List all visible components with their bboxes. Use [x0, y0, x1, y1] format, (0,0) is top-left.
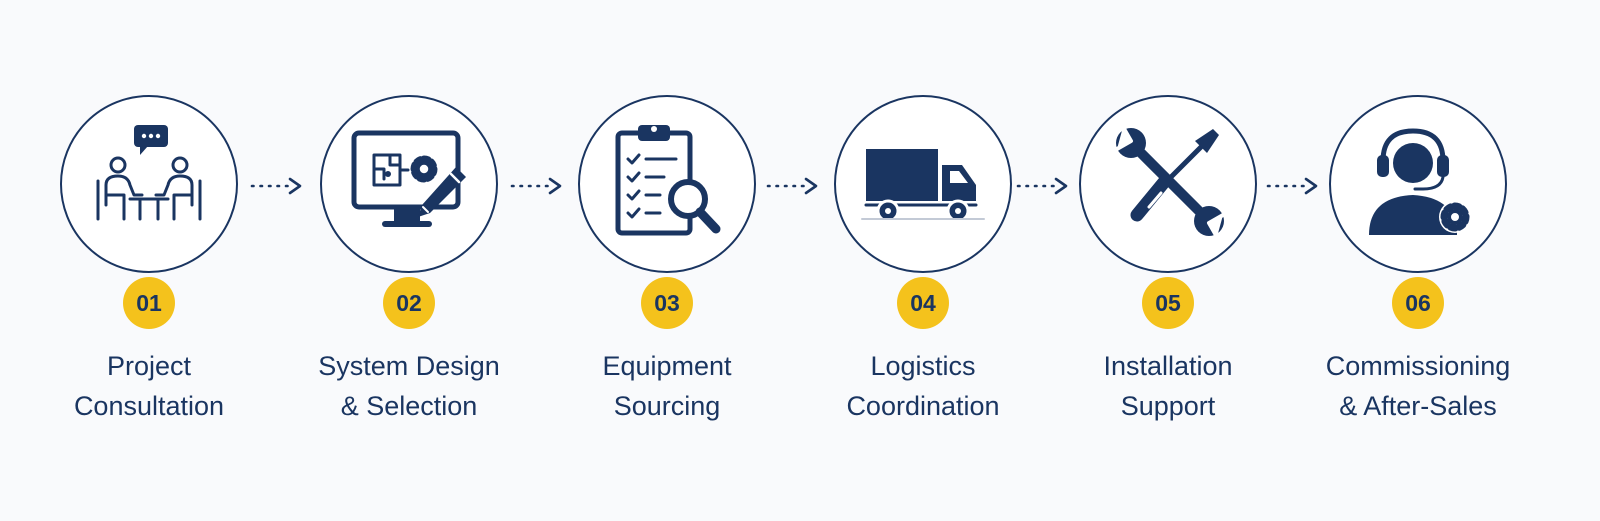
step-label: Project Consultation	[19, 346, 279, 426]
step-icon-circle	[578, 95, 756, 273]
step-label-line1: Commissioning	[1325, 351, 1511, 381]
step-label: Logistics Coordination	[793, 346, 1053, 426]
truck-icon	[861, 149, 985, 223]
tools-icon	[1115, 125, 1225, 239]
step-label-line2: & After-Sales	[1339, 391, 1497, 421]
step-label-line1: Installation	[1103, 351, 1233, 381]
consultation-icon	[96, 125, 202, 221]
step-label-line1: System Design	[318, 351, 500, 381]
step-label-line1: Logistics	[870, 351, 976, 381]
clipboard-search-icon	[615, 125, 721, 236]
arrow-right-icon	[1266, 177, 1318, 195]
support-agent-icon	[1369, 128, 1471, 235]
arrow-right-icon	[510, 177, 562, 195]
step-label-line2: Consultation	[73, 391, 225, 421]
step-icon-circle	[834, 95, 1012, 273]
arrow-right-icon	[250, 177, 302, 195]
step-label-line2: & Selection	[340, 391, 478, 421]
step-label-line2: Coordination	[846, 391, 1000, 421]
step-icon-circle	[1329, 95, 1507, 273]
step-number-badge: 01	[123, 277, 175, 329]
step-number-badge: 05	[1142, 277, 1194, 329]
step-icon-circle	[1079, 95, 1257, 273]
design-monitor-icon	[351, 130, 466, 227]
step-label: Commissioning & After-Sales	[1288, 346, 1548, 426]
step-label-line1: Equipment	[602, 351, 732, 381]
step-label: System Design & Selection	[279, 346, 539, 426]
arrow-right-icon	[1016, 177, 1068, 195]
step-icon-circle	[60, 95, 238, 273]
arrow-right-icon	[766, 177, 818, 195]
step-label: Equipment Sourcing	[537, 346, 797, 426]
step-number-badge: 03	[641, 277, 693, 329]
step-icon-circle	[320, 95, 498, 273]
step-number-badge: 02	[383, 277, 435, 329]
step-label-line2: Support	[1120, 391, 1216, 421]
step-label: Installation Support	[1038, 346, 1298, 426]
step-label-line1: Project	[106, 351, 192, 381]
step-number-badge: 04	[897, 277, 949, 329]
step-label-line2: Sourcing	[613, 391, 721, 421]
step-number-badge: 06	[1392, 277, 1444, 329]
